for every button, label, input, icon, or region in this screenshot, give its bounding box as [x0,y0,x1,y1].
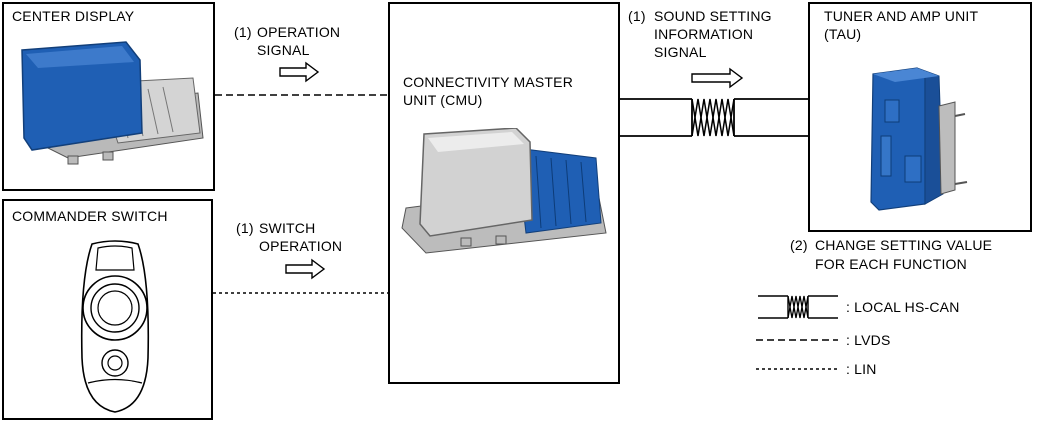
legend-hs-can-label: : LOCAL HS-CAN [846,299,960,315]
operation-signal-number: (1) [234,24,252,40]
operation-signal-line2: SIGNAL [257,42,310,58]
cmu-label-line1: CONNECTIVITY MASTER [403,74,574,90]
switch-operation-line2: OPERATION [259,238,343,254]
hs-can-line [620,98,808,137]
tau-label-line1: TUNER AND AMP UNIT [824,8,979,24]
change-setting-line2: FOR EACH FUNCTION [815,256,967,272]
commander-switch-image [80,240,150,413]
sound-signal-line2: INFORMATION [654,26,754,42]
operation-signal-line1: OPERATION [257,24,341,40]
change-setting-line1: CHANGE SETTING VALUE [815,237,993,253]
sound-signal-line1: SOUND SETTING [654,8,772,24]
cmu-label-line2: UNIT (CMU) [403,92,483,108]
switch-arrow [285,258,326,280]
sound-signal-number: (1) [628,8,646,24]
tau-image [870,67,968,211]
cmu-image [401,128,607,254]
operation-arrow [279,61,320,83]
center-display-image [21,41,204,165]
switch-operation-number: (1) [236,220,254,236]
sound-signal-line3: SIGNAL [654,44,707,60]
sound-arrow [691,67,744,89]
center-display-label: CENTER DISPLAY [12,8,135,24]
commander-switch-label: COMMANDER SWITCH [12,208,168,224]
tau-label-line2: (TAU) [824,26,862,42]
legend-lin-label: : LIN [846,361,877,377]
legend-hs-can-symbol [758,295,838,319]
change-setting-number: (2) [790,237,808,253]
switch-operation-line1: SWITCH [259,220,316,236]
legend-lvds-label: : LVDS [846,332,891,348]
